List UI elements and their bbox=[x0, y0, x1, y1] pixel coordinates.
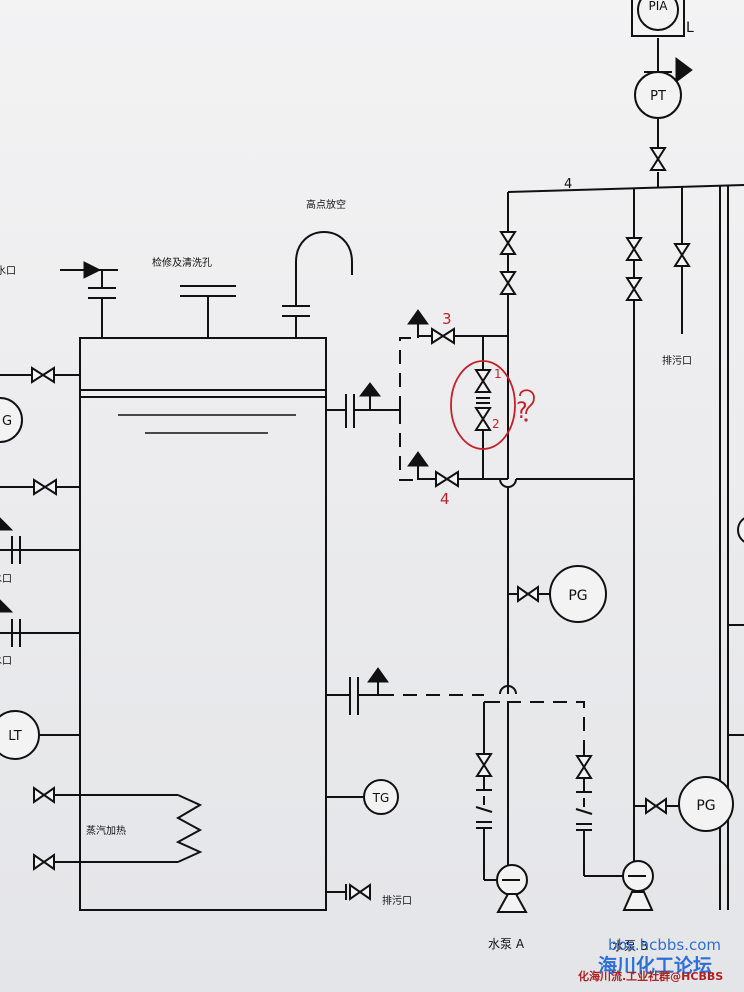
vent-valve-3 bbox=[407, 309, 508, 345]
annotation-question: ? bbox=[516, 399, 528, 424]
valve-left-mid bbox=[33, 478, 57, 496]
top-header bbox=[507, 38, 744, 193]
pia-box bbox=[631, 0, 685, 37]
red-markup bbox=[450, 360, 535, 450]
bypass-branch bbox=[474, 336, 492, 479]
valve-left-top bbox=[31, 366, 55, 384]
lt-label: LT bbox=[8, 729, 21, 744]
annotation-2: 2 bbox=[492, 417, 500, 431]
pump-a bbox=[496, 864, 528, 913]
vent-valve-4 bbox=[407, 451, 508, 488]
valves-main-vertical bbox=[499, 231, 517, 295]
text-layer: PIA L PT G LT TG PG PG 高点放空 检修及清洗孔 补水口 水… bbox=[0, 0, 723, 983]
vent-nozzle bbox=[282, 231, 353, 338]
pia-label: PIA bbox=[649, 0, 669, 13]
safety-valve-nozzle bbox=[60, 261, 118, 338]
annotation-3: 3 bbox=[442, 310, 452, 328]
pump-a-label: 水泵 A bbox=[488, 937, 525, 951]
dashed-lines bbox=[380, 337, 585, 752]
drain-tank-label: 排污口 bbox=[382, 894, 412, 907]
lt-circle bbox=[0, 710, 40, 760]
watermark-forum: 海川化工论坛 bbox=[598, 954, 712, 977]
pg-mid-branch bbox=[508, 585, 552, 603]
drain-right-label: 排污口 bbox=[662, 354, 692, 367]
tg-circle bbox=[363, 779, 399, 815]
water-label-1: 水口 bbox=[0, 573, 12, 585]
tank-right-connections bbox=[326, 382, 400, 901]
inlet-left-label: 补水口 bbox=[0, 264, 16, 277]
annotation-4: 4 bbox=[440, 490, 450, 508]
pia-side-label: L bbox=[686, 20, 694, 36]
pump-b-label: 水泵 B bbox=[612, 939, 648, 953]
steam-coil bbox=[33, 786, 203, 871]
pg-right-circle bbox=[678, 776, 734, 832]
watermark-group: 化海川流.工业社群@HCBBS bbox=[578, 969, 723, 983]
manhole-nozzle bbox=[180, 285, 236, 338]
left-connections bbox=[0, 366, 80, 736]
pt-label: PT bbox=[650, 89, 666, 104]
pump-a-suction bbox=[475, 702, 500, 881]
tg-label: TG bbox=[372, 791, 390, 805]
header-number: 4 bbox=[564, 177, 572, 192]
annotation-1: 1 bbox=[494, 367, 502, 381]
vent-label: 高点放空 bbox=[306, 198, 346, 211]
pump-b bbox=[622, 860, 654, 911]
steam-heat-label: 蒸汽加热 bbox=[86, 824, 126, 837]
pg-mid-circle bbox=[549, 565, 607, 623]
g-gauge-circle bbox=[0, 397, 23, 443]
pg-right-branch bbox=[634, 797, 680, 815]
g-label: G bbox=[2, 414, 12, 429]
manhole-label: 检修及清洗孔 bbox=[152, 256, 212, 269]
tank bbox=[79, 337, 327, 911]
pump-b-suction bbox=[575, 752, 626, 877]
water-label-2: 水口 bbox=[0, 655, 12, 667]
pg-mid-label: PG bbox=[568, 588, 587, 604]
watermark-site: bbs.hcbbs.com bbox=[608, 936, 721, 954]
pg-right-label: PG bbox=[696, 798, 715, 814]
pt-circle bbox=[634, 71, 682, 119]
